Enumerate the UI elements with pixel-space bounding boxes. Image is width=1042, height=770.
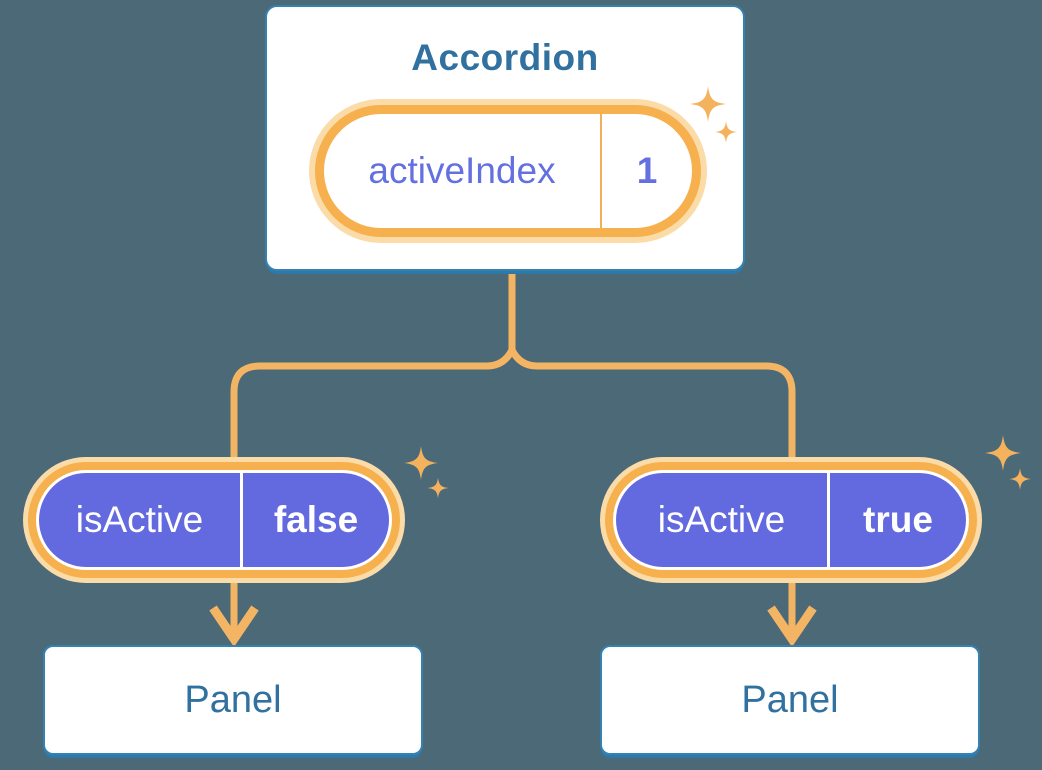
prop-pill-divider bbox=[827, 473, 830, 567]
sparkle-icon bbox=[404, 446, 438, 480]
accordion-title: Accordion bbox=[411, 37, 599, 78]
prop-name: isActive bbox=[657, 499, 786, 540]
panel-card-left: Panel bbox=[43, 645, 423, 755]
panel-label: Panel bbox=[741, 678, 839, 721]
state-name: activeIndex bbox=[368, 150, 556, 191]
prop-pill-body: isActive false bbox=[39, 473, 389, 567]
arrow-head-right bbox=[767, 605, 817, 648]
prop-pill-isactive-true: isActive true bbox=[605, 462, 977, 578]
prop-name: isActive bbox=[75, 499, 204, 540]
panel-card-right: Panel bbox=[600, 645, 980, 755]
sparkle-icon bbox=[1009, 468, 1031, 490]
prop-pill-body: isActive true bbox=[616, 473, 966, 567]
prop-value: true bbox=[863, 499, 933, 540]
sparkle-icon bbox=[427, 477, 449, 499]
prop-pill-isactive-false: isActive false bbox=[28, 462, 400, 578]
arrow-head-left bbox=[209, 605, 259, 648]
state-value: 1 bbox=[636, 150, 658, 191]
sparkle-icon bbox=[985, 435, 1021, 471]
prop-value: false bbox=[273, 499, 359, 540]
state-pill: activeIndex 1 bbox=[315, 105, 701, 237]
state-pill-divider bbox=[600, 114, 602, 228]
accordion-card: Accordion activeIndex 1 bbox=[265, 5, 745, 271]
panel-label: Panel bbox=[184, 678, 282, 721]
